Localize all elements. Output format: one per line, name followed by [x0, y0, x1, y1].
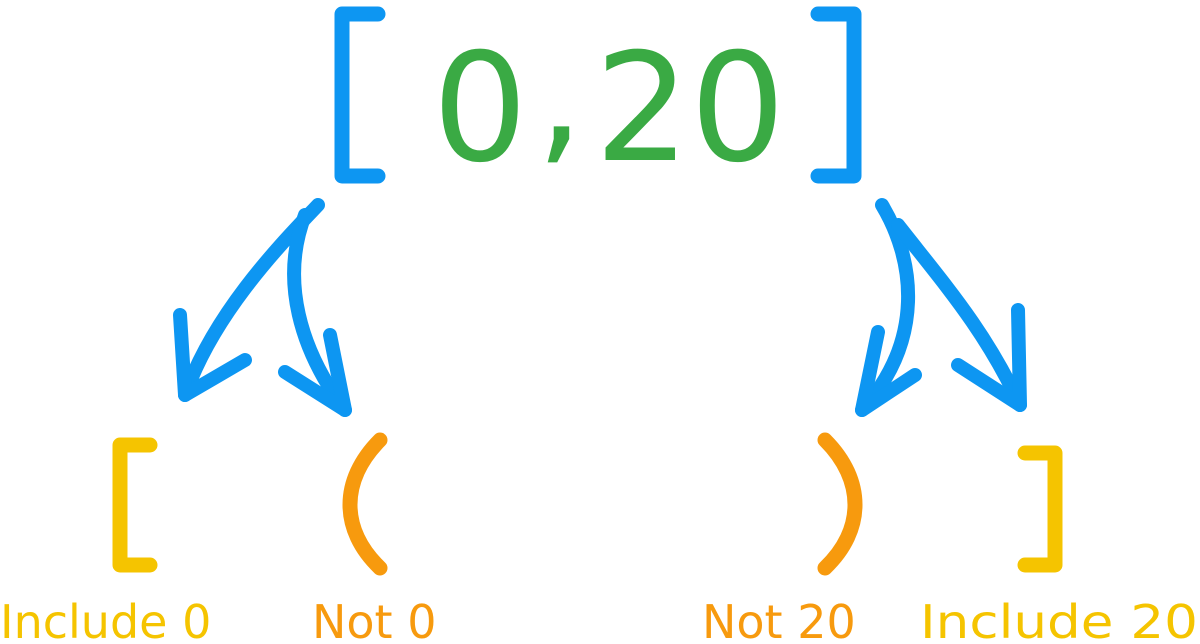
- arrow-head-right-inclusive: [951, 303, 1027, 412]
- interval-end: 20: [595, 22, 786, 196]
- right-exclusive-symbol: [817, 432, 863, 576]
- arrow-head-left-inclusive: [173, 308, 252, 402]
- right-inclusive-symbol: [1017, 445, 1063, 573]
- label-include-0: Include 0: [0, 595, 211, 644]
- label-include-20: Include 20: [920, 595, 1198, 644]
- label-not-0: Not 0: [312, 595, 436, 644]
- endpoint-symbols: [112, 432, 1063, 576]
- left-exclusive-symbol: [342, 432, 388, 576]
- arrow-to-right-inclusive: [891, 218, 1027, 412]
- arrows: [173, 198, 1027, 417]
- arrow-to-left-exclusive: [287, 208, 352, 417]
- main-interval: 0 , 20: [334, 6, 862, 196]
- interval-comma: ,: [536, 7, 584, 181]
- left-inclusive-symbol: [112, 437, 158, 573]
- arrow-head-right-exclusive: [855, 325, 922, 417]
- main-open-bracket: [334, 6, 386, 184]
- arrow-head-left-exclusive: [278, 328, 352, 417]
- interval-start: 0: [432, 22, 527, 196]
- label-not-20: Not 20: [702, 595, 856, 644]
- main-close-bracket: [810, 6, 862, 184]
- endpoint-labels: Include 0 Not 0 Not 20 Include 20: [0, 595, 1198, 644]
